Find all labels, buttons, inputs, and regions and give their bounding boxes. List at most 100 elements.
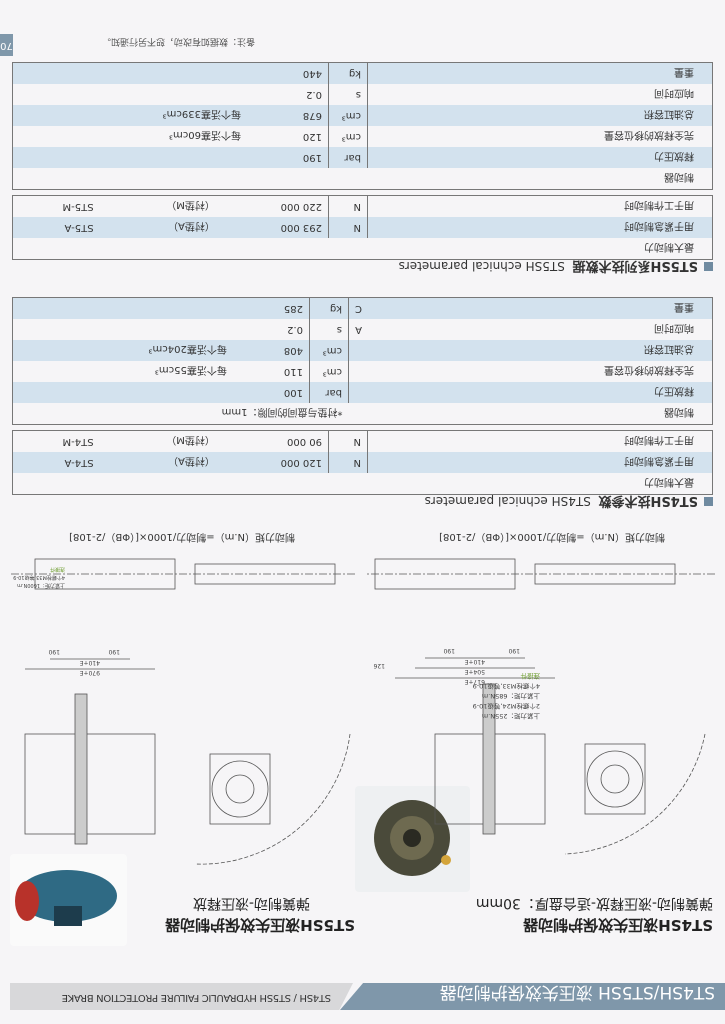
- table-cell: 释放压力: [368, 382, 713, 403]
- table-cell: N: [328, 195, 368, 217]
- footnote: 备注：数据如有改动，恕不另行通知。: [101, 36, 255, 46]
- table-cell: 408: [232, 340, 310, 361]
- table-cell: 0.2: [287, 324, 304, 335]
- table-row: 制动器: [13, 168, 713, 190]
- table-cell: kg: [309, 297, 349, 319]
- dim-label: 126: [373, 662, 385, 669]
- st5-product-title: ST5SH液压失效保护制动器: [165, 916, 355, 934]
- table-cell: [329, 238, 368, 260]
- table-cell: [349, 361, 368, 382]
- table-cell: 220 000: [280, 201, 322, 212]
- note: 连接件: [50, 566, 65, 573]
- table-cell: N: [328, 217, 368, 238]
- table-cell: 0.2: [306, 89, 322, 100]
- table-cell: cm³: [309, 361, 349, 382]
- note: 4个螺栓M33,等级10-9: [473, 682, 540, 691]
- st5-product-desc: 弹簧制动-液压释放: [192, 895, 310, 911]
- dim-label: 410+E: [465, 658, 485, 665]
- table-cell: 重量: [368, 297, 713, 319]
- header-title: ST4SH/ST5SH 液压失效保护制动器: [439, 982, 715, 1002]
- table-cell: A: [355, 324, 362, 335]
- table-cell: 制动器: [664, 406, 694, 417]
- table-cell: kg: [328, 62, 368, 84]
- table-cell: [349, 403, 368, 425]
- table-cell: [221, 473, 329, 495]
- table-cell: [13, 238, 100, 260]
- dim-label: 190: [48, 648, 60, 655]
- table-cell: [329, 473, 368, 495]
- table-cell: bar: [309, 382, 349, 403]
- note: 上紧力矩：685N.m: [482, 692, 540, 701]
- note: 2个螺栓M24,等级10-9: [473, 702, 540, 711]
- st4sh-bolt-notes: 上紧力矩：255N.m 2个螺栓M24,等级10-9 上紧力矩：685N.m 4…: [473, 672, 540, 721]
- st4sh-technical-drawing: 617+E 504+E 410+E 190 190 126: [365, 558, 715, 855]
- table-cell: 440: [246, 62, 329, 84]
- header-subtitle-band: ST4SH / ST5SH HYDRAULIC FAILURE PROTECTI…: [10, 983, 353, 1010]
- bullet-square-icon: [704, 262, 713, 271]
- table-cell: 用于工作制动时: [624, 199, 694, 210]
- note: 上紧力矩：255N.m: [482, 712, 540, 721]
- dim-label: 504+E: [465, 668, 485, 675]
- header-title-band: ST4SH/ST5SH 液压失效保护制动器: [340, 983, 725, 1010]
- table-cell: [348, 382, 368, 403]
- st5sh-product-photo: [10, 854, 127, 946]
- table-cell: （衬垫M）: [166, 434, 215, 445]
- table-cell: 120 000: [220, 452, 329, 473]
- table-cell: 678: [246, 105, 329, 126]
- table-cell: 用于紧急制动时: [367, 217, 713, 238]
- table-cell: 120: [302, 131, 322, 142]
- table-row: 用于工作制动时 N 220 000 （衬垫M） ST5-M: [13, 195, 713, 217]
- table-cell: [100, 238, 221, 260]
- table-cell: 完全释放的移位容量: [604, 129, 694, 140]
- table-cell: 完全释放的移位容量: [604, 364, 694, 375]
- note: 连接件: [520, 672, 540, 681]
- table-cell: s: [328, 84, 368, 105]
- table-cell: ST4-A: [12, 452, 100, 473]
- table-cell: 每个活塞55cm³: [154, 364, 227, 375]
- note: 上紧力矩：1600N.m: [17, 582, 65, 589]
- table-cell: [221, 238, 329, 260]
- table-cell: [12, 297, 233, 319]
- table-cell: [12, 62, 247, 84]
- table-cell: 制动器: [664, 171, 694, 182]
- st4-product-title: ST4SH液压失效保护制动器: [523, 916, 713, 934]
- table-cell: [348, 340, 368, 361]
- dim-label: 190: [508, 647, 520, 654]
- st4sh-product-photo: [355, 786, 470, 892]
- table-cell: 响应时间: [654, 322, 694, 333]
- table-cell: [13, 319, 233, 340]
- table-cell: 100: [232, 382, 310, 403]
- table-cell: （衬垫M）: [166, 199, 215, 210]
- st5-torque-formula: 制动力矩（N.m）=制动力/1000×[（ΦB）/2-108]: [69, 531, 295, 542]
- table-cell: [12, 382, 233, 403]
- table-cell: 用于工作制动时: [624, 434, 694, 445]
- table-cell: [13, 168, 368, 190]
- table-row: 制动器*衬垫与盘间的间隙：1mm: [13, 403, 713, 425]
- table-cell: 重量: [367, 62, 713, 84]
- table-cell: 响应时间: [654, 87, 694, 98]
- table-cell: ST4-M: [62, 436, 94, 447]
- header-subtitle: ST4SH / ST5SH HYDRAULIC FAILURE PROTECTI…: [61, 992, 331, 1003]
- table-cell: 293 000: [220, 217, 329, 238]
- st4-torque-formula: 制动力矩（N.m）=制动力/1000×[（ΦB）/2-108]: [439, 531, 665, 542]
- table-cell: [13, 84, 247, 105]
- table-cell: 最大制动力: [644, 476, 694, 487]
- table-cell: C: [348, 297, 368, 319]
- table-cell: cm³: [309, 340, 349, 361]
- table-cell: 最大制动力: [644, 241, 694, 252]
- table-cell: 每个活塞339cm³: [12, 105, 247, 126]
- table-cell: ST5-M: [62, 201, 94, 212]
- table-cell: s: [309, 319, 349, 340]
